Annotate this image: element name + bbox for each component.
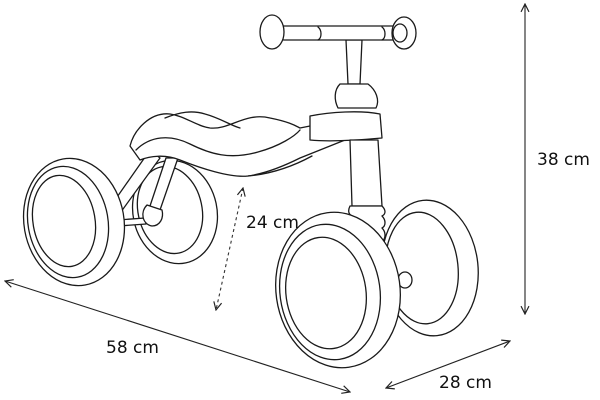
rear-frame bbox=[107, 149, 179, 227]
seat-height-dimension-label: 24 cm bbox=[246, 213, 299, 233]
length-dimension-arrow bbox=[5, 281, 350, 392]
seat-body bbox=[129, 111, 351, 177]
rear-near-wheel bbox=[22, 157, 126, 287]
height-dimension-label: 38 cm bbox=[537, 150, 590, 170]
seat-height-dimension-arrow bbox=[216, 188, 243, 310]
width-dimension-label: 28 cm bbox=[439, 373, 492, 393]
length-dimension-label: 58 cm bbox=[106, 338, 159, 358]
width-dimension-arrow bbox=[386, 341, 510, 388]
